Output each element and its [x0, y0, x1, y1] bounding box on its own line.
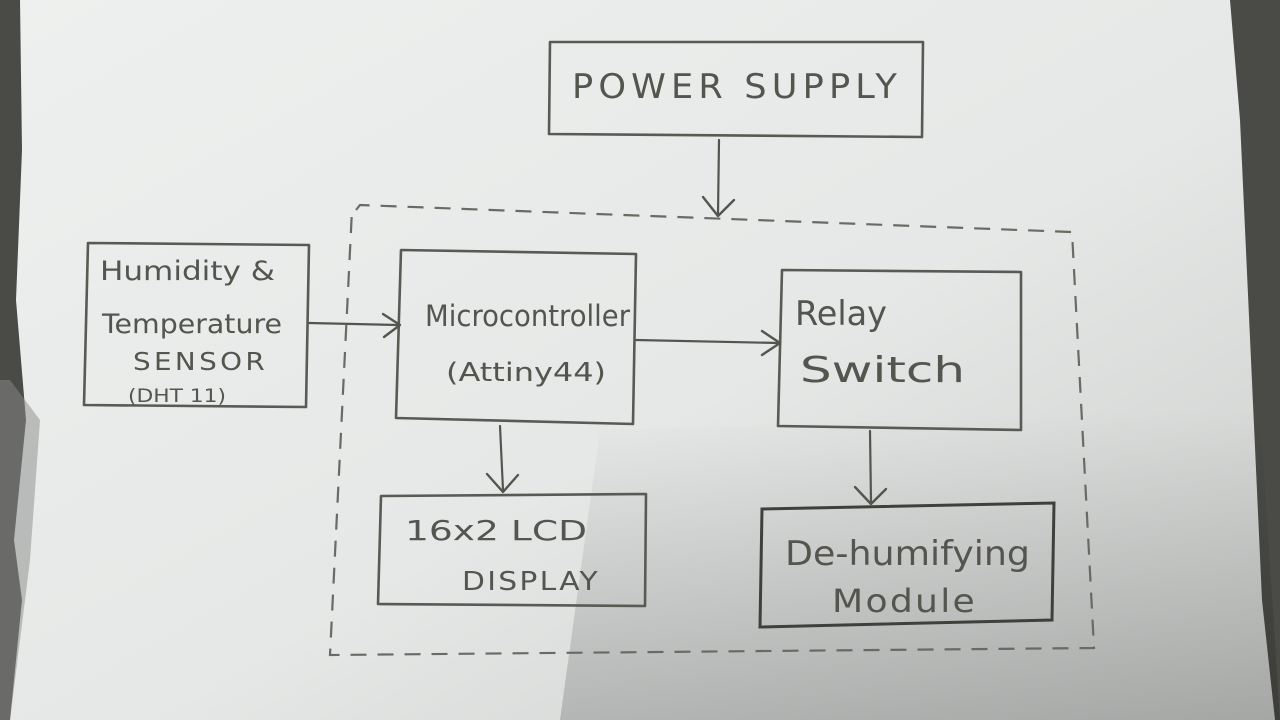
sensor-label-line3: SENSOR [133, 347, 268, 376]
relay-label-line1: Relay [795, 294, 887, 334]
dehumidifier-label-line1: De-humifying [785, 534, 1030, 574]
shadow-region [560, 410, 1280, 720]
arrow-relay-to-dehumidifier [853, 429, 888, 506]
relay-block: Relay Switch [776, 268, 1023, 432]
microcontroller-label-line2: (Attiny44) [446, 358, 606, 388]
arrow-sensor-to-microcontroller [307, 312, 402, 339]
lcd-block: 16x2 LCD DISPLAY [376, 492, 648, 608]
dehumidifier-block: De-humifying Module [758, 501, 1056, 629]
lcd-box [376, 492, 648, 608]
torn-edge [0, 380, 40, 720]
arrow-microcontroller-to-lcd [485, 424, 520, 494]
sensor-label-line1: Humidity & [100, 256, 275, 287]
dehumidifier-box [758, 501, 1056, 629]
power-supply-label: POWER SUPPLY [572, 67, 902, 107]
lcd-label-line1: 16x2 LCD [405, 514, 587, 547]
arrow-power-to-controller [701, 138, 736, 218]
sensor-label-line4: (DHT 11) [128, 385, 226, 407]
sensor-box [82, 241, 311, 409]
arrow-microcontroller-to-relay [634, 329, 782, 357]
microcontroller-block: Microcontroller (Attiny44) [394, 248, 638, 426]
relay-label-line2: Switch [800, 350, 965, 391]
lcd-label-line2: DISPLAY [462, 567, 600, 597]
microcontroller-label-line1: Microcontroller [425, 299, 630, 333]
sensor-block: Humidity & Temperature SENSOR (DHT 11) [82, 241, 311, 409]
dehumidifier-label-line2: Module [832, 582, 977, 620]
sensor-label-line2: Temperature [101, 309, 282, 340]
power-supply-block: POWER SUPPLY [547, 40, 925, 139]
microcontroller-box [394, 248, 638, 426]
controller-enclosure-dashed [328, 203, 1096, 657]
relay-box [776, 268, 1023, 432]
power-supply-box [547, 40, 925, 139]
